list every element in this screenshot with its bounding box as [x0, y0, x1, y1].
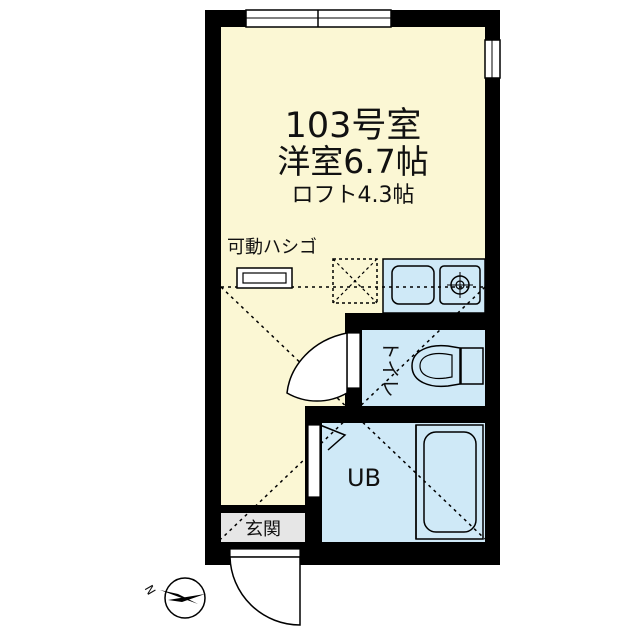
- wall-toilet-top: [345, 313, 485, 330]
- loft-hatch: [332, 258, 378, 304]
- bath-door: [307, 424, 347, 498]
- compass-north-label: N: [142, 583, 159, 598]
- loft-size: ロフト4.3帖: [292, 183, 415, 208]
- entrance-door: [229, 548, 301, 626]
- top-window: [245, 9, 392, 28]
- bathtub-icon: [415, 424, 484, 540]
- toilet-icon: [411, 344, 484, 388]
- stove-icon: [439, 265, 481, 305]
- main-room-floor: [221, 27, 485, 505]
- ladder-label: 可動ハシゴ: [227, 237, 317, 258]
- entrance-label: 玄関: [245, 519, 281, 540]
- sink-icon: [391, 265, 435, 305]
- room-number: 103号室: [285, 106, 422, 146]
- ladder-icon: [236, 267, 293, 289]
- toilet-label: トイレ: [379, 340, 401, 397]
- side-window: [484, 39, 501, 79]
- compass-icon: N: [142, 577, 206, 619]
- door-swing-icon: [286, 332, 361, 402]
- main-room-size: 洋室6.7帖: [277, 142, 428, 181]
- wall-bath-top: [305, 406, 485, 423]
- entrance-floor: [221, 513, 305, 542]
- bath-label: UB: [347, 464, 381, 492]
